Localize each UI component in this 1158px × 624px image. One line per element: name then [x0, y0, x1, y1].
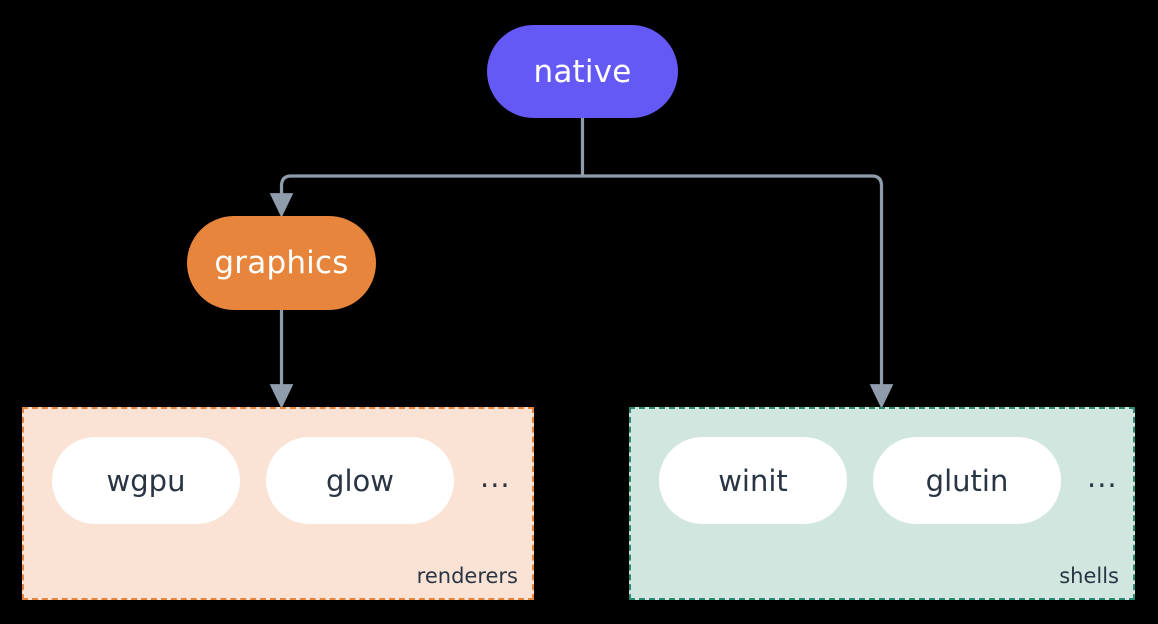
item-glow[interactable]: glow	[266, 437, 454, 524]
node-graphics[interactable]: graphics	[187, 216, 376, 310]
item-winit[interactable]: winit	[659, 437, 847, 524]
item-glutin[interactable]: glutin	[873, 437, 1061, 524]
item-glutin-label: glutin	[925, 463, 1009, 498]
cluster-renderers-items: wgpu glow ...	[52, 437, 511, 524]
edge-native-to-shells	[582, 174, 894, 409]
cluster-shells-items: winit glutin ...	[659, 437, 1118, 524]
edge-native-to-graphics	[269, 174, 583, 218]
node-native-label: native	[533, 53, 632, 90]
cluster-renderers: wgpu glow ... renderers	[22, 407, 534, 600]
item-wgpu[interactable]: wgpu	[52, 437, 240, 524]
renderers-overflow-ellipsis: ...	[480, 459, 511, 494]
item-winit-label: winit	[718, 463, 788, 498]
node-native[interactable]: native	[487, 25, 678, 118]
item-glow-label: glow	[326, 463, 394, 498]
cluster-renderers-label: renderers	[416, 564, 518, 588]
cluster-shells-label: shells	[1059, 564, 1119, 588]
shells-overflow-ellipsis: ...	[1087, 459, 1118, 494]
cluster-shells: winit glutin ... shells	[629, 407, 1135, 600]
node-graphics-label: graphics	[214, 245, 349, 281]
item-wgpu-label: wgpu	[106, 463, 186, 498]
